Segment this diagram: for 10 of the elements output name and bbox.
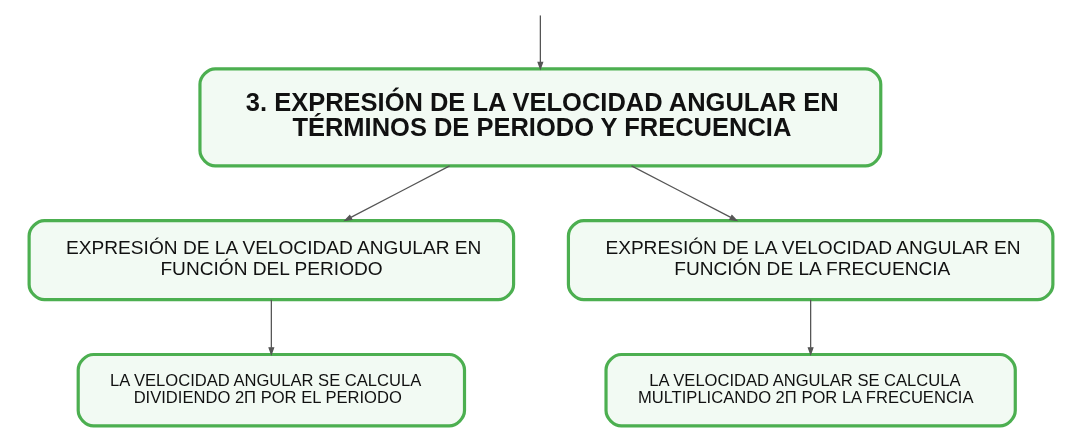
arrow: [267, 298, 274, 356]
node-box: EXPRESIÓN DE LA VELOCIDAD ANGULAR EN FUNCIÓN DEL PERIODO: [27, 218, 515, 301]
arrow: [807, 298, 814, 356]
node-box: EXPRESIÓN DE LA VELOCIDAD ANGULAR EN FUNCIÓN DE LA FRECUENCIA: [566, 218, 1054, 301]
arrow: [342, 164, 450, 221]
node-box: LA VELOCIDAD ANGULAR SE CALCULA DIVIDIENDO 2Π POR EL PERIODO: [76, 352, 466, 427]
arrow: [536, 14, 543, 71]
arrow: [630, 164, 738, 221]
node-box: 3. EXPRESIÓN DE LA VELOCIDAD ANGULAR EN TÉRMINOS DE PERIODO Y FRECUENCIA: [197, 66, 882, 167]
node-box: LA VELOCIDAD ANGULAR SE CALCULA MULTIPLICANDO 2Π POR LA FRECUENCIA: [603, 352, 1017, 427]
